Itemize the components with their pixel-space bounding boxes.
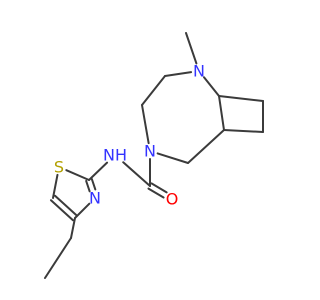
bond-line	[185, 32, 198, 65]
atom-label-n-thz: N	[89, 189, 101, 208]
single-bond	[218, 95, 264, 102]
atom-label-s-thz: S	[54, 158, 64, 177]
double-bond	[147, 182, 168, 199]
single-bond	[185, 32, 198, 65]
single-bond	[88, 161, 109, 181]
atom-label-layer: N N O NH S N	[54, 62, 205, 209]
bond-line	[141, 75, 166, 106]
single-bond	[156, 152, 189, 164]
atom-label-o-amide: O	[166, 190, 179, 209]
bond-line	[49, 199, 74, 222]
bond-line	[90, 178, 97, 191]
single-bond	[44, 237, 72, 279]
bond-line	[164, 71, 193, 77]
bond-line	[74, 202, 91, 219]
bond-line	[88, 161, 109, 181]
single-bond	[122, 161, 151, 187]
single-bond	[187, 129, 225, 164]
single-bond	[202, 76, 220, 97]
bond-line	[52, 173, 59, 199]
bond-line	[187, 129, 225, 164]
double-bond	[85, 178, 97, 193]
molecule-structure: N N O NH S N	[44, 32, 264, 279]
bond-line	[70, 217, 76, 239]
atom-label-n-amide: NH	[103, 146, 127, 165]
bond-line	[218, 95, 225, 131]
bond-line	[223, 129, 264, 133]
single-bond	[141, 104, 150, 145]
bond-line	[147, 187, 165, 199]
bond-line	[150, 182, 168, 194]
double-bond	[49, 194, 79, 222]
single-bond	[164, 71, 193, 77]
bond-line	[85, 179, 91, 193]
single-bond	[74, 202, 91, 219]
single-bond	[141, 75, 166, 106]
bond-line	[54, 194, 79, 217]
bond-line	[202, 76, 220, 97]
bond-line	[44, 237, 72, 279]
single-bond	[223, 129, 264, 133]
single-bond	[218, 95, 225, 131]
atom-label-n-bridge: N	[193, 62, 205, 81]
single-bond	[65, 169, 90, 181]
atom-label-n-ring: N	[144, 142, 156, 161]
single-bond	[52, 173, 59, 199]
bond-line	[218, 95, 264, 102]
bond-line	[156, 152, 189, 164]
bond-line	[141, 104, 150, 145]
bond-line	[122, 161, 151, 187]
bond-line	[65, 169, 90, 181]
single-bond	[70, 217, 76, 239]
bond-layer	[44, 32, 264, 279]
